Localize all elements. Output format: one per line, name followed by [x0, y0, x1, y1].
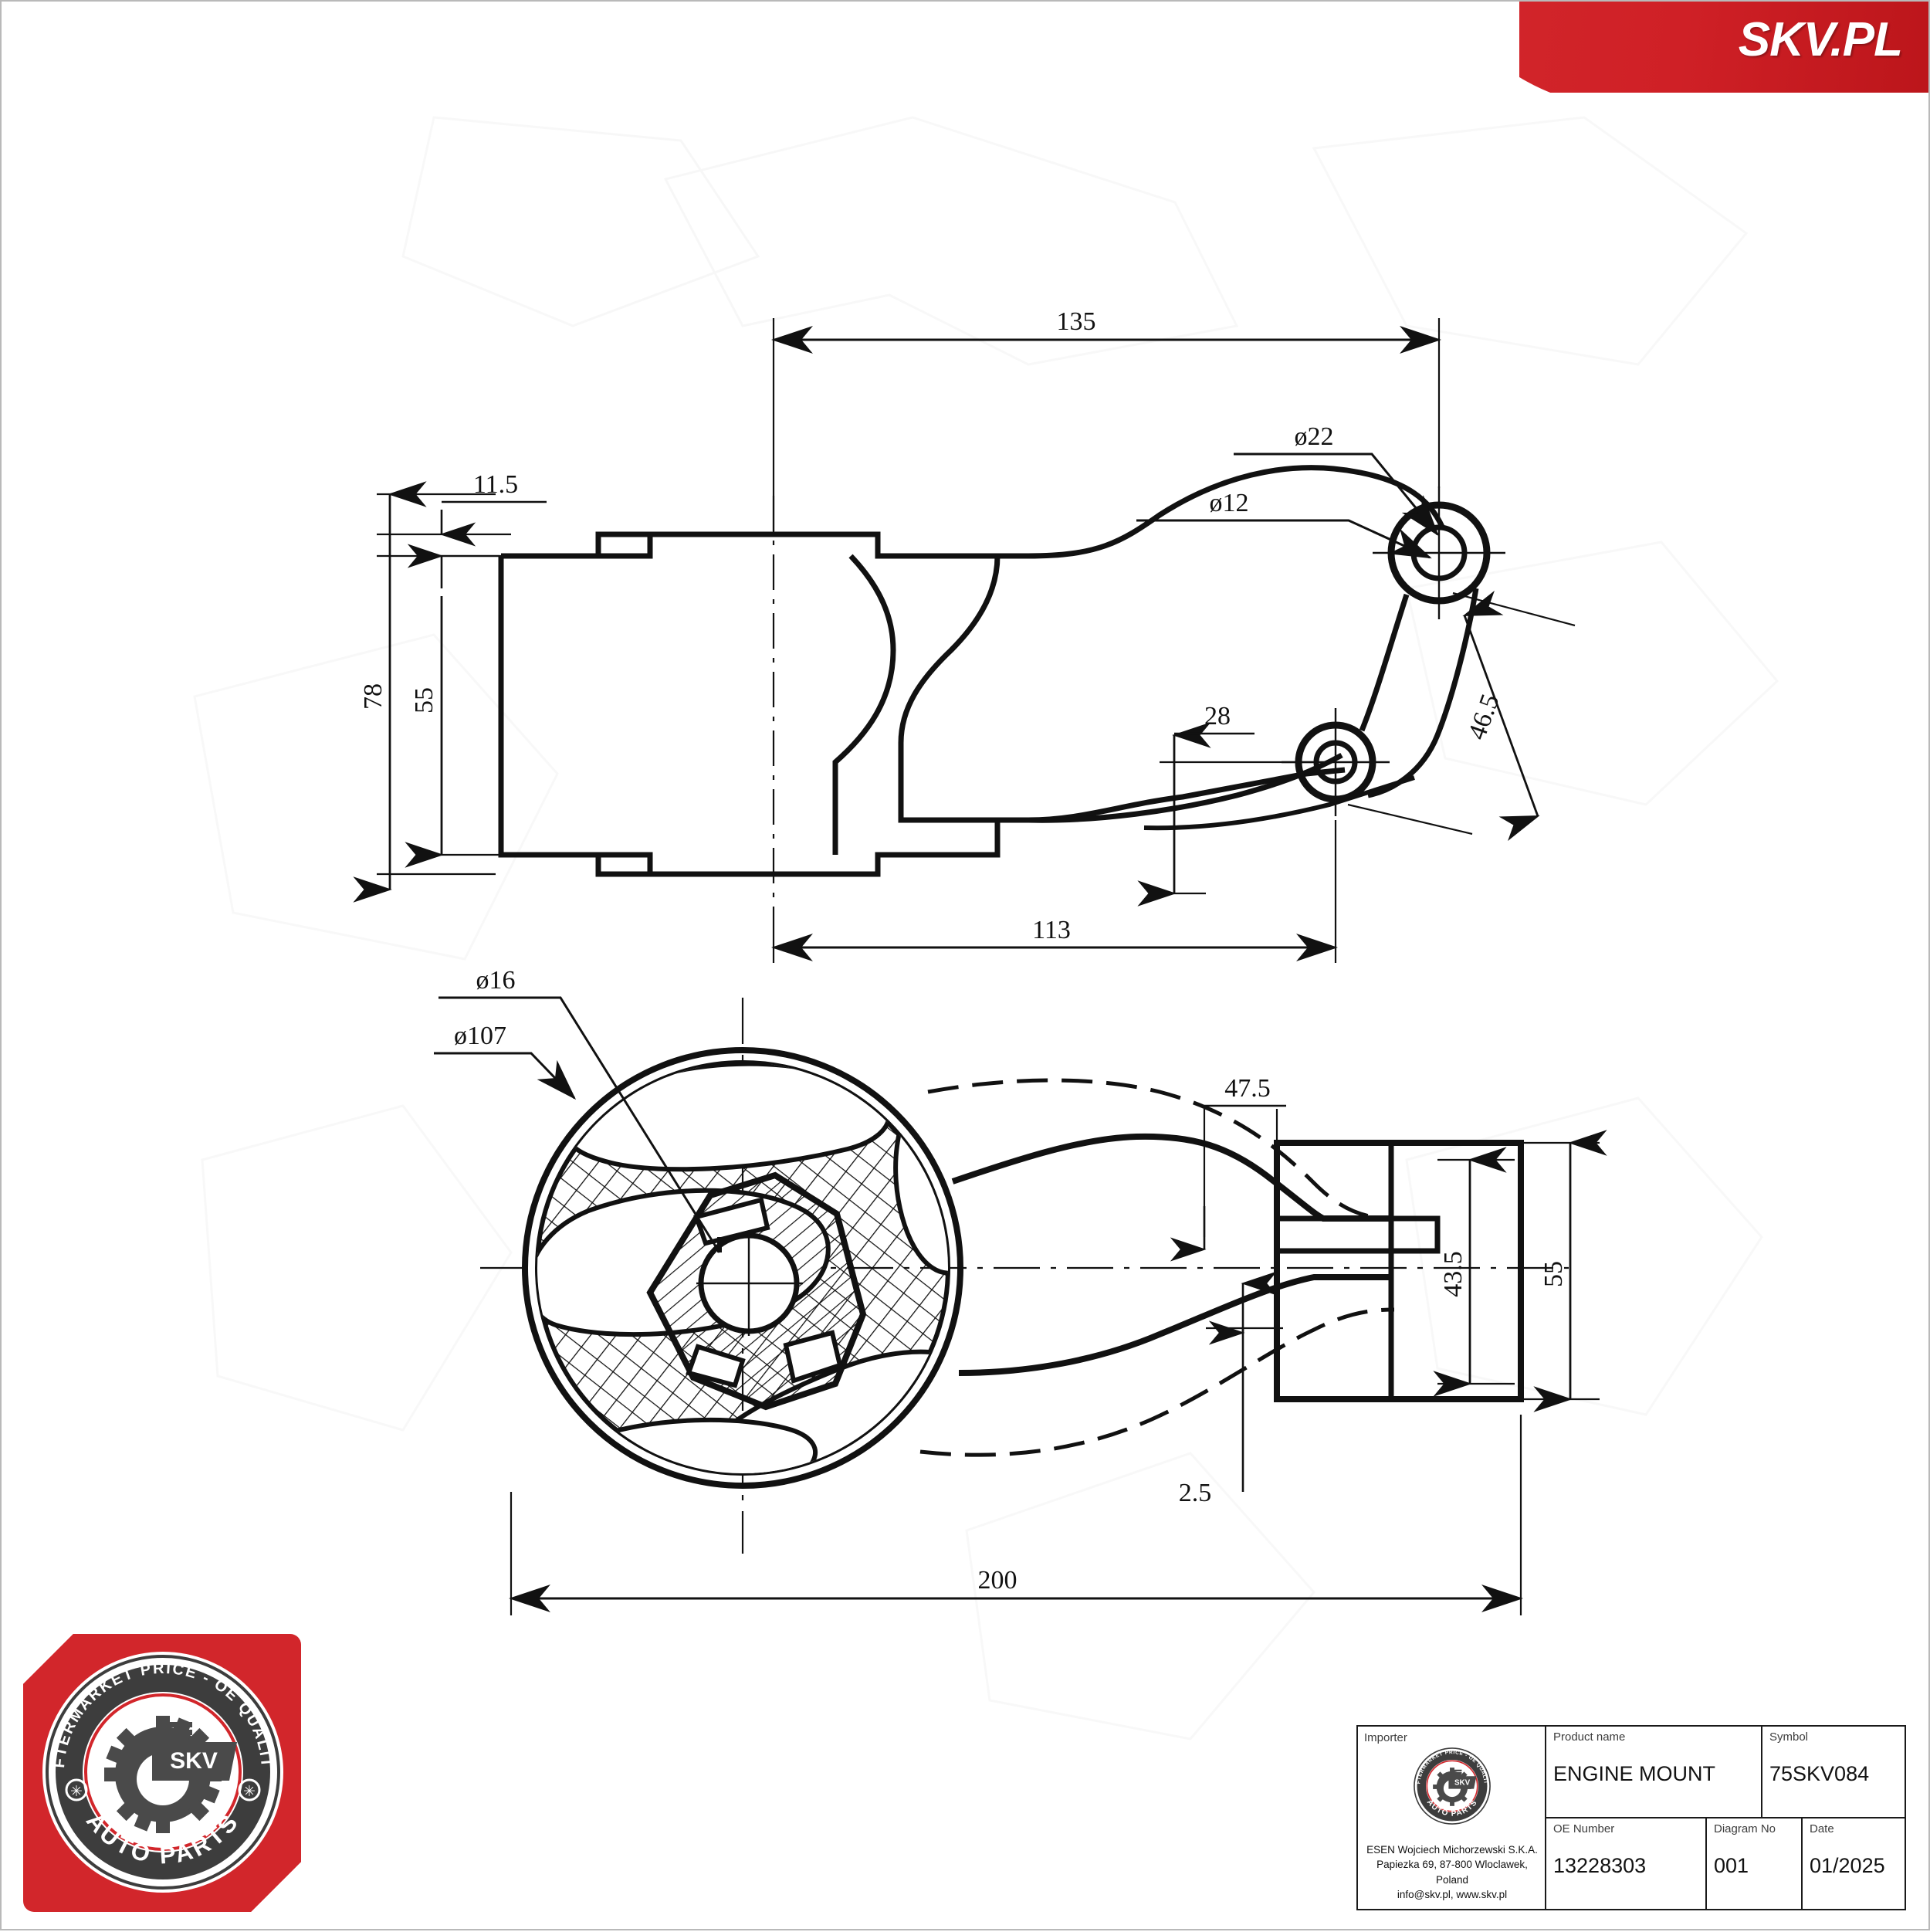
side-elevation-view: 135 11.5 78: [353, 307, 1576, 963]
dimension-55-side: 55: [405, 554, 499, 868]
dim-label-46-5: 46.5: [1463, 690, 1505, 744]
product-name-value: ENGINE MOUNT: [1553, 1761, 1716, 1785]
dim-label-d12: ø12: [1210, 489, 1249, 517]
dim-label-43-5: 43.5: [1439, 1251, 1468, 1297]
symbol-value: 75SKV084: [1769, 1761, 1870, 1785]
dimension-135: 135: [771, 307, 1441, 534]
callout-d12: ø12: [1136, 489, 1432, 559]
dimension-11-5: 11.5: [377, 470, 547, 588]
callout-d16: ø16: [438, 966, 721, 1253]
dim-label-113: 113: [1032, 916, 1071, 944]
dimension-47-5: 47.5: [1170, 1074, 1286, 1262]
seal-gear-icon: SKV: [104, 1716, 237, 1833]
dimension-55-plan: 55: [1521, 1130, 1607, 1412]
oe-number-value: 13228303: [1553, 1853, 1647, 1877]
title-block-row-top: Product name ENGINE MOUNT Symbol 75SKV08…: [1546, 1727, 1905, 1818]
dim-label-28: 28: [1204, 702, 1231, 730]
title-block: Importer AFTERMARKET PRICE - OE QUALITY …: [1356, 1725, 1906, 1910]
date-value: 01/2025: [1810, 1853, 1885, 1877]
seal-center-text: SKV: [170, 1748, 218, 1774]
title-block-seal-icon: AFTERMARKET PRICE - OE QUALITY AUTO PART…: [1412, 1746, 1491, 1825]
oe-number-cell: OE Number 13228303: [1546, 1818, 1705, 1909]
oe-number-label: OE Number: [1553, 1822, 1615, 1835]
product-name-label: Product name: [1553, 1730, 1626, 1744]
plan-section-view: ø16 ø107 47.5 43.5: [434, 966, 1607, 1615]
dim-label-d107: ø107: [454, 1022, 506, 1050]
symbol-cell: Symbol 75SKV084: [1761, 1727, 1905, 1817]
importer-name: ESEN Wojciech Michorzewski S.K.A.: [1366, 1843, 1538, 1856]
dimension-46-5: 46.5: [1347, 590, 1576, 842]
date-cell: Date 01/2025: [1801, 1818, 1905, 1909]
svg-text:✳: ✳: [70, 1783, 83, 1800]
dim-label-47-5: 47.5: [1224, 1074, 1271, 1103]
quality-seal-graphic: AFTERMARKET PRICE - OE QUALITY AUTO PART…: [40, 1649, 283, 1893]
dimension-200: 200: [509, 1415, 1523, 1615]
svg-text:✳: ✳: [243, 1783, 256, 1800]
inner-sleeve: [646, 1171, 867, 1411]
quality-seal: AFTERMARKET PRICE - OE QUALITY AUTO PART…: [23, 1634, 301, 1912]
dimension-78: 78: [353, 481, 496, 903]
diagram-no-label: Diagram No: [1714, 1822, 1776, 1835]
title-block-fields: Product name ENGINE MOUNT Symbol 75SKV08…: [1546, 1727, 1905, 1909]
dim-label-55-side: 55: [410, 687, 438, 713]
importer-contact: info@skv.pl, www.skv.pl: [1397, 1889, 1508, 1901]
seal-star-left: ✳: [65, 1778, 88, 1802]
date-label: Date: [1810, 1822, 1834, 1835]
dim-label-135: 135: [1057, 307, 1096, 336]
product-name-cell: Product name ENGINE MOUNT: [1546, 1727, 1761, 1817]
dim-label-78: 78: [359, 683, 388, 710]
dimension-113: 113: [771, 820, 1338, 963]
title-block-importer-cell: Importer AFTERMARKET PRICE - OE QUALITY …: [1358, 1727, 1546, 1909]
bracket-foot: [1274, 1140, 1524, 1402]
svg-text:SKV: SKV: [1454, 1778, 1471, 1787]
importer-address: Papiezka 69, 87-800 Wloclawek, Poland: [1376, 1859, 1528, 1886]
dim-label-200: 200: [978, 1566, 1017, 1595]
dim-label-d22: ø22: [1295, 422, 1334, 451]
importer-details: ESEN Wojciech Michorzewski S.K.A. Papiez…: [1364, 1842, 1540, 1906]
callout-d22: ø22: [1234, 422, 1439, 537]
symbol-label: Symbol: [1769, 1730, 1809, 1744]
diagram-no-value: 001: [1714, 1853, 1749, 1877]
dim-label-2-5: 2.5: [1179, 1479, 1212, 1507]
importer-label: Importer: [1364, 1731, 1407, 1744]
title-block-row-bottom: OE Number 13228303 Diagram No 001 Date 0…: [1546, 1818, 1905, 1909]
callout-d107: ø107: [434, 1022, 577, 1100]
dim-label-d16: ø16: [476, 966, 516, 995]
dim-label-55-plan: 55: [1539, 1261, 1568, 1287]
watermark: [193, 116, 1779, 1740]
diagram-no-cell: Diagram No 001: [1705, 1818, 1801, 1909]
dimension-2-5: 2.5: [1179, 1271, 1283, 1507]
seal-star-right: ✳: [238, 1778, 261, 1802]
dimension-28: 28: [1137, 702, 1314, 907]
dimension-43-5: 43.5: [1433, 1147, 1515, 1397]
